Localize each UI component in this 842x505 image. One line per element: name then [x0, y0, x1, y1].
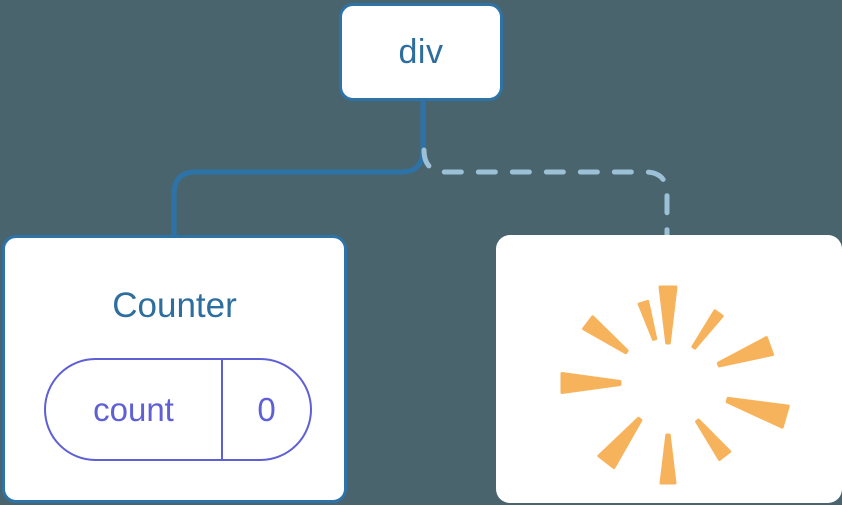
burst-ray-0: [658, 285, 678, 345]
state-key: count: [46, 360, 223, 459]
burst-ray-8: [582, 315, 629, 355]
burst-ray-4: [695, 418, 732, 461]
burst-ray-6: [597, 416, 643, 470]
burst-ray-9: [637, 299, 658, 341]
state-pill-count[interactable]: count 0: [44, 358, 312, 461]
edge-root-to-counter: [171, 98, 426, 239]
burst-ray-1: [691, 309, 724, 350]
burst-ray-2: [716, 336, 775, 368]
burst-ray-5: [659, 433, 677, 485]
burst-ray-7: [560, 372, 622, 394]
node-counter-label: Counter: [112, 286, 237, 325]
burst-ray-3: [725, 396, 790, 429]
node-counter[interactable]: Counter count 0: [2, 235, 347, 503]
edge-root-to-burst: [421, 147, 670, 239]
node-div[interactable]: div: [339, 3, 503, 101]
node-burst[interactable]: [496, 235, 842, 503]
node-div-label: div: [398, 33, 444, 71]
state-value: 0: [257, 391, 276, 428]
sparkle-burst-icon: [560, 285, 790, 485]
